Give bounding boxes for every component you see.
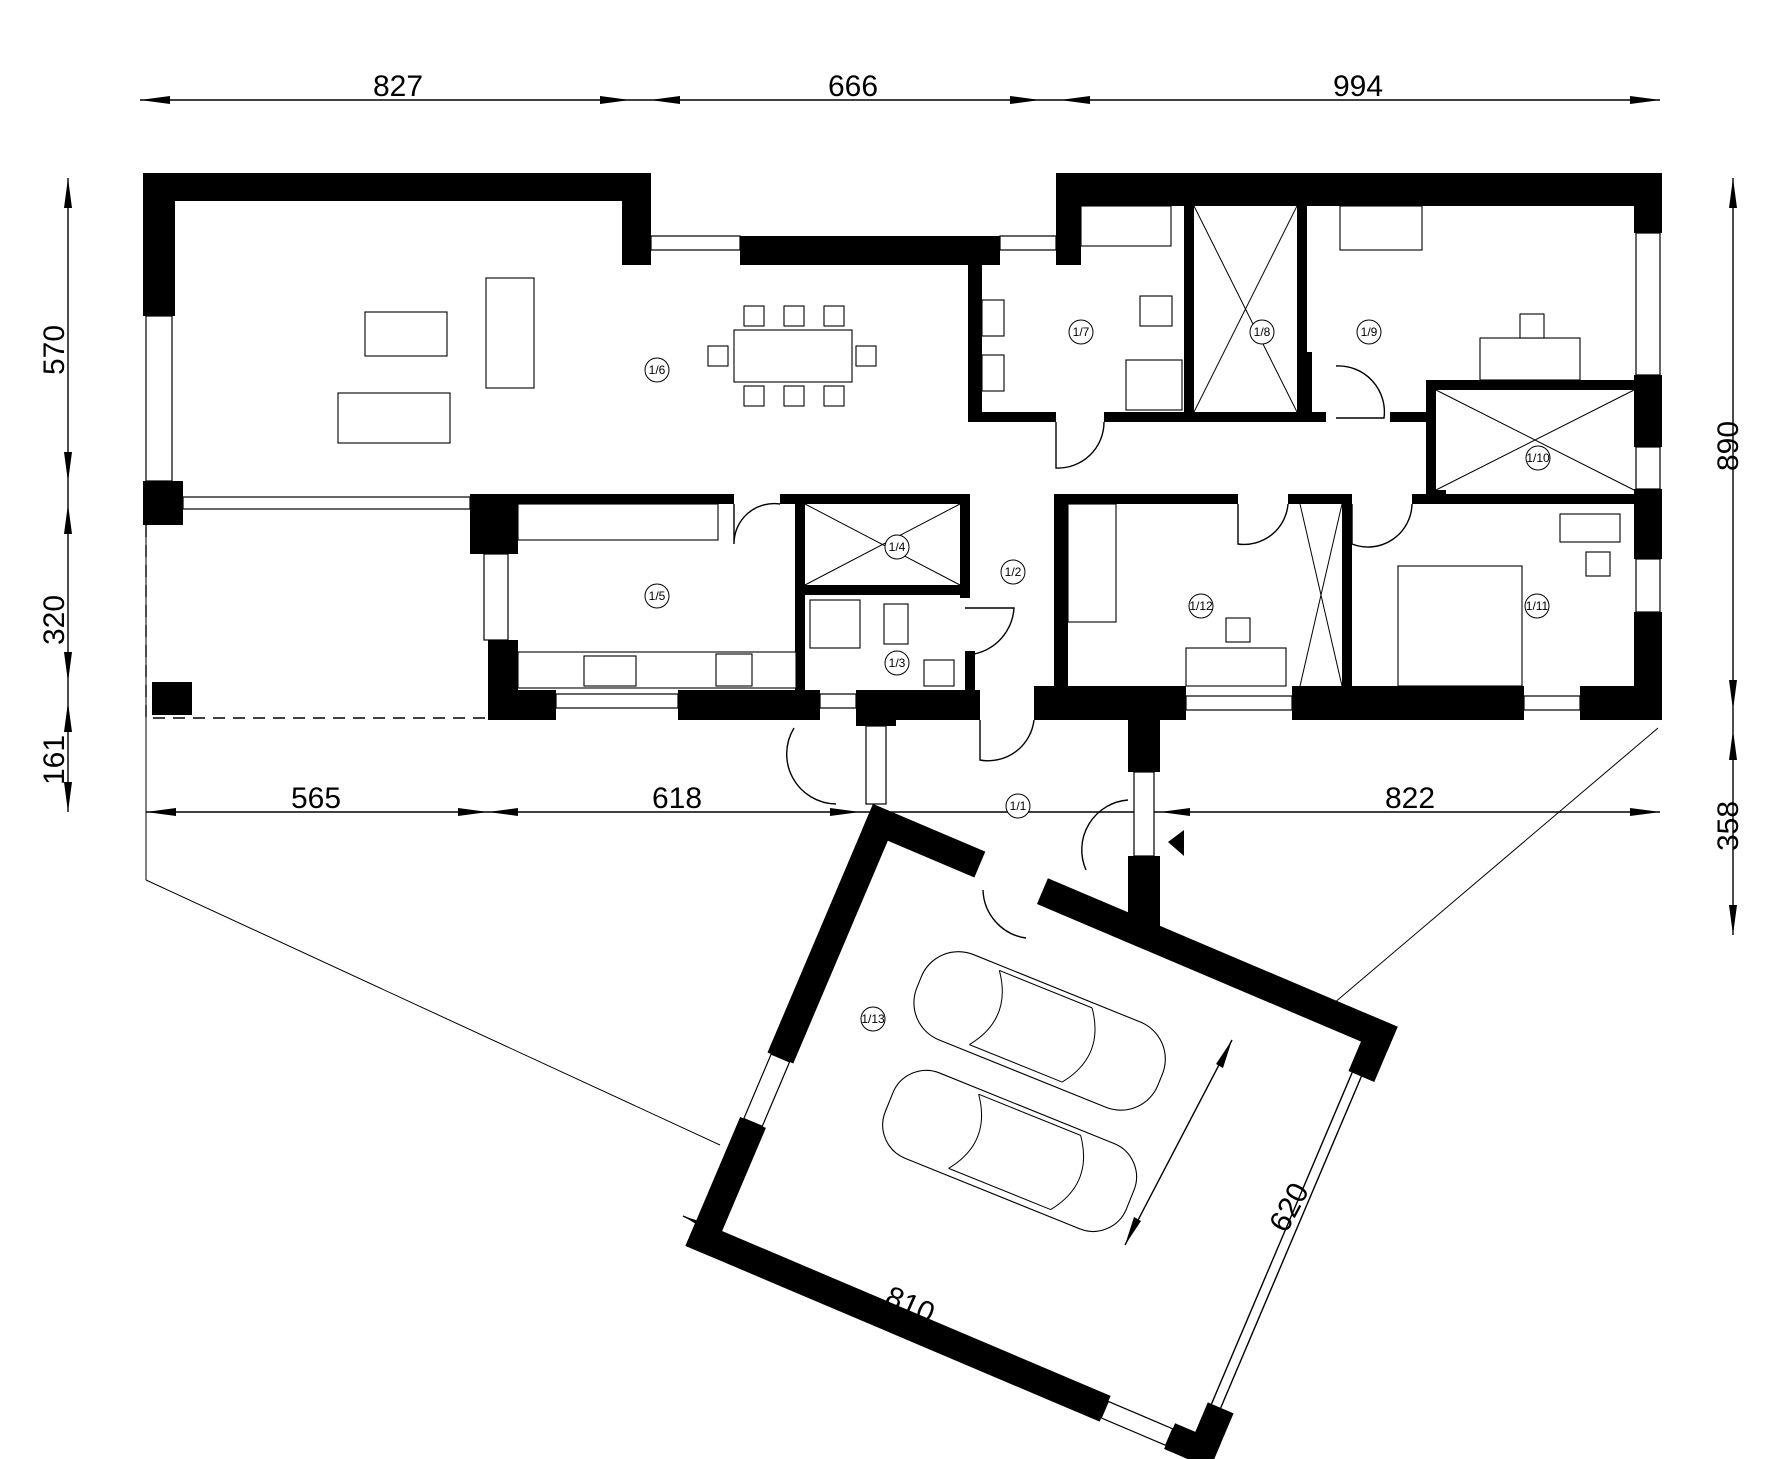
svg-text:1/8: 1/8 [1254,325,1271,339]
svg-text:1/11: 1/11 [1526,599,1549,613]
room-labels: 1/1 1/2 1/3 1/4 1/5 1/6 1/7 1/8 1/9 1/10… [644,319,1551,1032]
room-1-11: 1/11 [1524,593,1550,619]
svg-text:1/7: 1/7 [1073,325,1090,339]
svg-text:1/2: 1/2 [1005,565,1022,579]
dim-left-1: 570 [38,325,71,375]
svg-text:1/1: 1/1 [1010,799,1027,813]
walls [143,173,1662,1459]
room-1-5: 1/5 [644,583,670,609]
room-1-3: 1/3 [884,650,910,676]
svg-text:1/6: 1/6 [649,363,666,377]
dim-right-2: 358 [1712,801,1745,851]
room-1-6: 1/6 [644,357,670,383]
svg-text:1/5: 1/5 [649,589,666,603]
dimension-lines [64,96,1737,1419]
dim-garage-depth: 620 [1263,1178,1316,1238]
room-1-10: 1/10 [1525,445,1551,471]
svg-text:1/13: 1/13 [861,1012,885,1026]
svg-text:1/3: 1/3 [889,656,906,670]
dim-top-3: 994 [1333,70,1383,103]
svg-text:1/10: 1/10 [1526,451,1550,465]
dim-mid-1: 565 [291,782,341,815]
room-1-2: 1/2 [1000,559,1026,585]
room-1-8: 1/8 [1249,319,1275,345]
doors [733,365,1413,939]
room-1-9: 1/9 [1356,319,1382,345]
svg-text:1/9: 1/9 [1361,325,1378,339]
car-bottom [882,1069,1138,1232]
room-1-4: 1/4 [884,534,910,560]
dim-mid-2: 618 [652,782,702,815]
room-1-13: 1/13 [860,1006,886,1032]
dim-top-1: 827 [373,70,423,103]
svg-text:1/12: 1/12 [1189,599,1213,613]
furniture [337,205,1635,856]
dim-right-1: 890 [1712,421,1745,471]
room-1-1: 1/1 [1005,793,1031,819]
dim-left-2: 320 [38,595,71,645]
dim-left-3: 161 [38,735,71,785]
site-outline [145,525,1659,1146]
room-1-7: 1/7 [1068,319,1094,345]
svg-text:1/4: 1/4 [889,540,906,554]
room-1-12: 1/12 [1188,593,1214,619]
dim-top-2: 666 [828,70,878,103]
dimension-labels: 827 666 994 570 320 161 890 358 565 618 … [38,70,1745,1331]
dim-mid-3: 822 [1385,782,1435,815]
car-top [913,951,1166,1111]
